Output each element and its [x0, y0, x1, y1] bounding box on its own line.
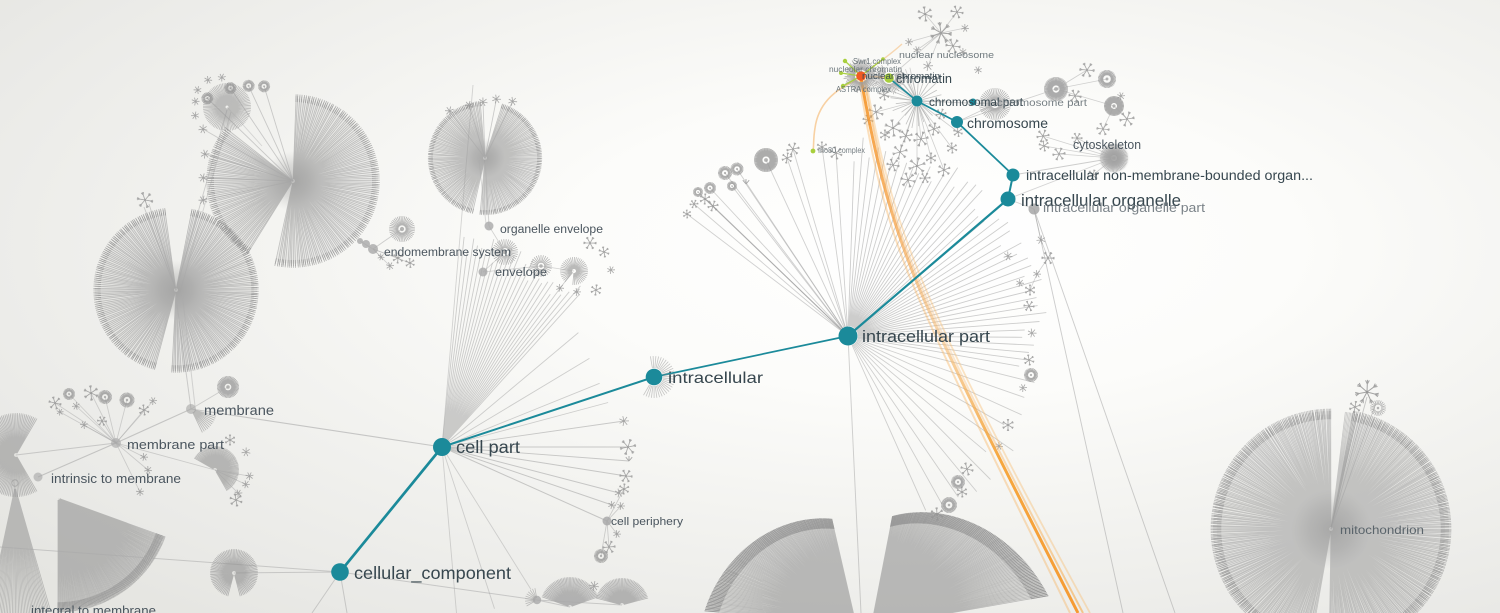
svg-text:intracellular organelle part: intracellular organelle part	[1043, 200, 1205, 215]
svg-text:ASTRA complex: ASTRA complex	[836, 84, 892, 94]
svg-text:Ino80 complex: Ino80 complex	[818, 145, 866, 155]
svg-text:intracellular non-membrane-bou: intracellular non-membrane-bounded organ…	[1026, 168, 1313, 183]
svg-text:nuclear chromatin: nuclear chromatin	[862, 71, 940, 82]
svg-text:membrane part: membrane part	[127, 438, 225, 452]
svg-text:intracellular organelle: intracellular organelle	[1021, 191, 1181, 210]
svg-text:cell part: cell part	[456, 437, 520, 457]
svg-text:endomembrane system: endomembrane system	[384, 247, 511, 259]
svg-text:chromosomal part: chromosomal part	[929, 95, 1024, 109]
svg-text:mitochondrion: mitochondrion	[1340, 523, 1424, 537]
svg-text:envelope: envelope	[495, 267, 547, 279]
svg-text:nucleolar chromatin: nucleolar chromatin	[829, 64, 902, 74]
svg-text:integral to membrane: integral to membrane	[31, 604, 156, 613]
svg-text:intrinsic to membrane: intrinsic to membrane	[51, 472, 181, 486]
svg-text:intracellular: intracellular	[668, 370, 764, 387]
svg-text:chromatin: chromatin	[896, 72, 952, 86]
svg-text:cellular_component: cellular_component	[354, 563, 511, 584]
svg-text:membrane: membrane	[204, 403, 274, 418]
svg-text:cell periphery: cell periphery	[611, 516, 684, 528]
svg-text:chromosome: chromosome	[967, 116, 1048, 131]
svg-text:nuclear nucleosome: nuclear nucleosome	[899, 50, 994, 61]
svg-text:Swr1 complex: Swr1 complex	[853, 56, 902, 66]
svg-text:cytoskeleton: cytoskeleton	[1073, 138, 1141, 152]
svg-text:organelle envelope: organelle envelope	[500, 224, 603, 236]
svg-text:chromosome part: chromosome part	[997, 97, 1087, 109]
svg-text:intracellular part: intracellular part	[862, 328, 990, 346]
